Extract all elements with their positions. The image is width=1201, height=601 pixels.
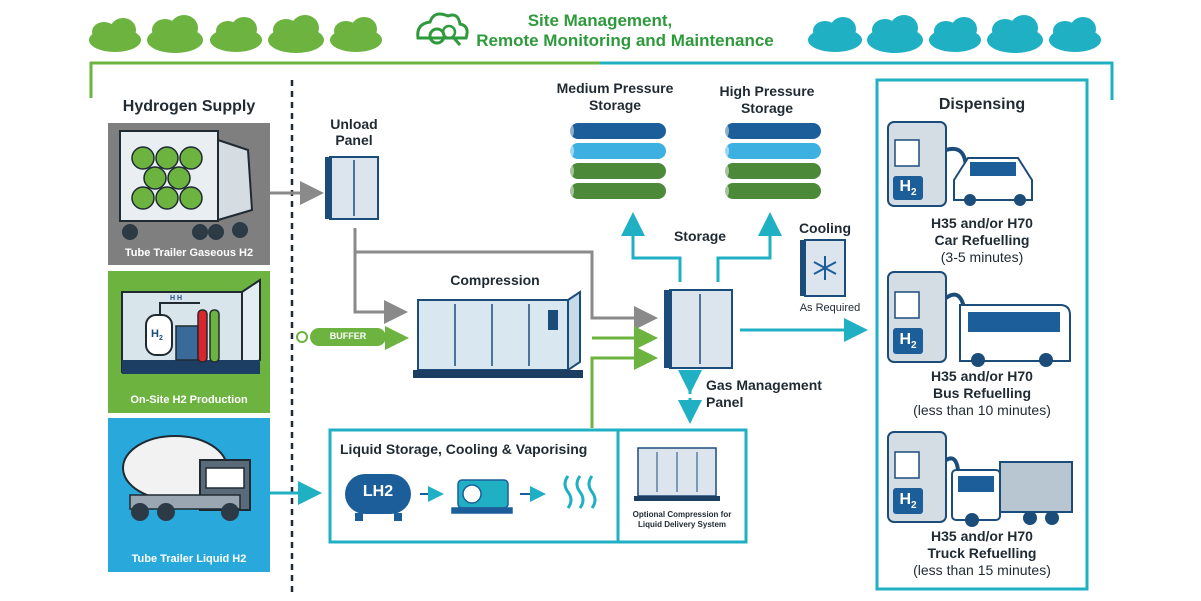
truck-refuel-time: (less than 15 minutes)	[913, 562, 1051, 578]
snowflake-icon	[813, 256, 837, 280]
bus-icon	[959, 304, 1071, 367]
liquid-section-title: Liquid Storage, Cooling & Vaporising	[340, 441, 588, 457]
onsite-hh-label: H H	[170, 295, 183, 302]
cooling-label: Cooling	[798, 220, 852, 236]
dispensing-frame	[875, 78, 1089, 591]
unload-panel-cabinet	[325, 156, 379, 220]
truck-h2-symbol: H2	[899, 491, 917, 512]
cloud-banner	[89, 15, 1101, 53]
car-refuel-line1: H35 and/or H70	[931, 215, 1033, 231]
frame-bracket	[89, 61, 1114, 100]
medium-pressure-label-line1: Medium Pressure	[556, 80, 674, 96]
high-pressure-label-line1: High Pressure	[719, 83, 815, 99]
bus-refuel-line1: H35 and/or H70	[931, 368, 1033, 384]
medium-pressure-cylinders	[566, 123, 666, 199]
onsite-production-illustration	[121, 278, 261, 374]
truck-icon	[951, 461, 1073, 527]
lh2-tank-icon	[345, 474, 411, 521]
gas-management-cabinet	[664, 289, 733, 369]
high-pressure-label-line2: Storage	[740, 100, 794, 116]
tube-liquid-caption: Tube Trailer Liquid H2	[131, 553, 247, 565]
buffer-pill	[296, 328, 386, 346]
dispensing-title: Dispensing	[938, 96, 1026, 113]
optional-compression-line2: Liquid Delivery System	[637, 520, 727, 529]
vapour-waves-icon	[563, 475, 597, 509]
optional-compressor-unit	[634, 447, 720, 501]
header-title-line2: Remote Monitoring and Maintenance	[476, 31, 774, 50]
car-refuel-time: (3-5 minutes)	[940, 249, 1024, 265]
optional-compression-line1: Optional Compression for	[632, 510, 732, 519]
pump-icon	[451, 479, 513, 514]
onsite-caption: On-Site H2 Production	[130, 394, 248, 406]
truck-dispenser-icon	[887, 431, 960, 523]
medium-pressure-label-line2: Storage	[588, 97, 642, 113]
cooling-note: As Required	[799, 302, 861, 314]
car-h2-symbol: H2	[899, 178, 917, 199]
unload-panel-label-line1: Unload	[330, 116, 378, 132]
bus-h2-symbol: H2	[899, 331, 917, 352]
cooling-unit	[800, 239, 846, 297]
tube-trailer-gaseous-illustration	[119, 130, 254, 240]
compressor-unit	[413, 290, 583, 378]
bus-refuel-time: (less than 10 minutes)	[913, 402, 1051, 418]
lh2-label: LH2	[362, 483, 394, 500]
bus-refuel-line2: Bus Refuelling	[932, 385, 1031, 401]
flow-arrows	[270, 181, 868, 505]
header-title-line1: Site Management,	[527, 11, 673, 30]
onsite-h2-symbol: H2	[151, 328, 163, 343]
tube-trailer-liquid-illustration	[122, 435, 251, 521]
car-icon	[953, 157, 1033, 206]
high-pressure-cylinders	[721, 123, 821, 199]
truck-refuel-line2: Truck Refuelling	[927, 545, 1037, 561]
monitoring-cloud-icon	[416, 12, 469, 46]
storage-label: Storage	[673, 228, 727, 244]
supply-title: Hydrogen Supply	[122, 98, 256, 115]
unload-panel-label-line2: Panel	[335, 132, 373, 148]
tube-gaseous-caption: Tube Trailer Gaseous H2	[124, 247, 254, 259]
compression-label: Compression	[450, 272, 540, 288]
gas-management-label-line1: Gas Management	[706, 377, 822, 393]
liquid-section-frame	[328, 428, 748, 544]
buffer-label: BUFFER	[329, 331, 367, 341]
bus-dispenser-icon	[887, 271, 966, 363]
car-refuel-line2: Car Refuelling	[934, 232, 1030, 248]
truck-refuel-line1: H35 and/or H70	[931, 528, 1033, 544]
gas-management-label-line2: Panel	[706, 394, 744, 410]
car-dispenser-icon	[887, 121, 968, 207]
